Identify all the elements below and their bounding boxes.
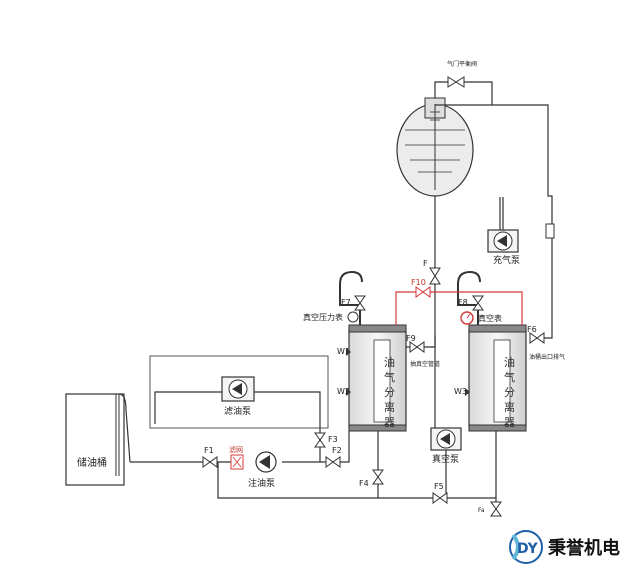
valve-f9-label: F9 [406, 334, 416, 343]
port-w2-arrow [346, 388, 351, 396]
svg-text:油: 油 [384, 355, 395, 369]
valve-f2-label: F2 [332, 446, 342, 455]
oil-injection-pump [255, 451, 277, 473]
valve-f9[interactable] [409, 341, 425, 353]
valve-f10-label: F10 [411, 278, 426, 287]
gas-pump [487, 197, 519, 253]
valve-f6[interactable] [529, 332, 545, 344]
brand-logo: DY [509, 530, 543, 564]
valve-f1[interactable] [202, 456, 218, 468]
valve-f-label: F [423, 259, 428, 268]
separator-right-text: 油 气 分 离 器 [504, 355, 515, 429]
svg-text:分: 分 [504, 386, 515, 399]
top-piping [434, 81, 493, 335]
top-sphere-vessel [396, 97, 474, 197]
brand-logo-letters: DY [517, 541, 539, 557]
left-gooseneck [339, 270, 363, 325]
drain-note-1-label: 抽真空管道 [410, 360, 440, 368]
svg-text:气: 气 [504, 370, 515, 384]
valve-f7[interactable] [354, 295, 366, 311]
filter-mesh [230, 454, 244, 470]
valve-f4-label: F4 [359, 479, 369, 488]
valve-f4[interactable] [372, 469, 384, 485]
right-vertical-pipe [492, 104, 553, 339]
svg-text:分: 分 [384, 386, 395, 399]
vacuum-pressure-gauge-label: 真空压力表 [303, 312, 343, 322]
valve-f[interactable] [429, 267, 441, 285]
valve-f10[interactable] [415, 286, 431, 298]
svg-text:器: 器 [504, 416, 515, 429]
filter-pump [221, 376, 255, 402]
oil-pump-label: 注油泵 [248, 477, 275, 489]
svg-text:气: 气 [384, 370, 395, 384]
oil-storage-tank [65, 393, 131, 486]
top-balance-valve[interactable] [447, 76, 465, 88]
valve-f8-label: F8 [458, 298, 468, 307]
port-w1-arrow [346, 348, 351, 356]
port-w3-label: W3 [454, 387, 467, 396]
valve-f5[interactable] [432, 492, 448, 504]
valve-fa-label: Fa [478, 507, 485, 514]
valve-f3[interactable] [314, 432, 326, 448]
svg-text:器: 器 [384, 416, 395, 429]
vacuum-gauge-label: 真空表 [478, 313, 502, 323]
filter-mesh-label: 滤网 [229, 445, 243, 454]
valve-f5-label: F5 [434, 482, 444, 491]
filter-pump-label: 滤油泵 [224, 405, 251, 417]
valve-f6-label: F6 [527, 325, 537, 334]
oil-tank-label: 储油桶 [77, 456, 107, 469]
valve-f8[interactable] [472, 295, 484, 311]
valve-f1-label: F1 [204, 446, 214, 455]
gas-pump-label: 充气泵 [493, 254, 520, 266]
separator-left-text: 油 气 分 离 器 [384, 355, 395, 429]
drain-note-2-label: 油桶出口排气 [529, 353, 565, 361]
filter-loop-pipe [154, 391, 321, 424]
svg-text:离: 离 [504, 400, 515, 414]
valve-fa[interactable] [490, 501, 502, 517]
port-w2-label: W2 [337, 387, 350, 396]
red-line-f10 [395, 291, 523, 325]
port-w1-label: W1 [337, 347, 350, 356]
top-note-label: 气门平衡阀 [447, 60, 477, 68]
filter-loop-box [149, 355, 329, 429]
separator-left [348, 324, 407, 432]
right-gooseneck [457, 270, 481, 325]
svg-text:油: 油 [504, 355, 515, 369]
svg-text:离: 离 [384, 400, 395, 414]
valve-f7-label: F7 [341, 298, 351, 307]
valve-f2[interactable] [325, 456, 341, 468]
port-w3-arrow [465, 388, 470, 396]
right-pipe-flow-meter [545, 223, 555, 239]
vacuum-pressure-gauge-icon [347, 311, 359, 323]
separator-right [468, 324, 527, 432]
vacuum-pump [430, 427, 462, 451]
brand-name: 秉誉机电 [548, 537, 620, 559]
valve-f3-label: F3 [328, 435, 338, 444]
